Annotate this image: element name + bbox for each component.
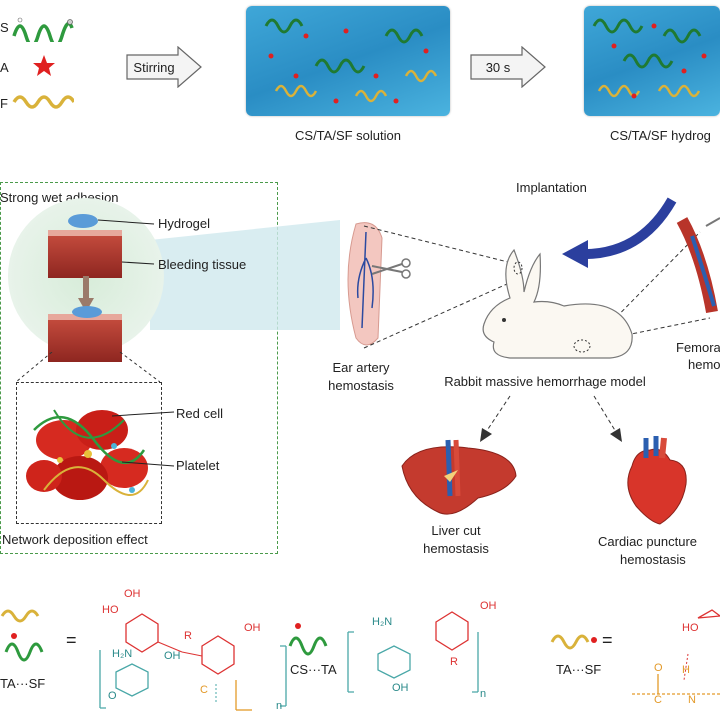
- liver-caption-1: Liver cut: [431, 523, 481, 538]
- implantation-arrow: [562, 197, 677, 268]
- legend-sf-label: F: [0, 96, 8, 111]
- cs-ta-structure: [347, 611, 479, 693]
- time-label: 30 s: [485, 59, 511, 75]
- pointer-lines-bottom: [112, 411, 175, 467]
- sf-chain-icon: [12, 95, 74, 109]
- oh-label-2: OH: [244, 622, 261, 634]
- rabbit-caption: Rabbit massive hemorrhage model: [444, 374, 646, 389]
- ta-sf-complex-icon-2: [550, 634, 597, 650]
- liver-image: [401, 439, 517, 515]
- c-label-2: C: [654, 694, 662, 706]
- h2n-label-1: H₂N: [112, 648, 133, 660]
- h-label: H: [682, 664, 690, 676]
- stirring-label: Stirring: [133, 59, 175, 75]
- hydrogel-label: Hydrogel: [158, 216, 211, 231]
- cs-ta-complex-icon: [288, 623, 328, 656]
- hydrogel-drop-top: [68, 214, 98, 228]
- cardiac-caption-2: hemostasis: [620, 552, 686, 567]
- effect-label: Network deposition effect: [2, 532, 148, 547]
- zoom-lines: [16, 352, 160, 383]
- oh-label-4: OH: [480, 600, 497, 612]
- equals-2: =: [602, 630, 613, 650]
- femoral-caption-2: hemo: [688, 357, 720, 372]
- pointer-lines-top: [97, 219, 155, 265]
- ta-sf-label-2: TA···SF: [556, 662, 602, 677]
- tissue-label: Bleeding tissue: [158, 257, 247, 272]
- hydrogel-caption: CS/TA/SF hydrog: [610, 128, 711, 143]
- organ-arrows: [480, 395, 622, 442]
- h2n-label-2: H₂N: [372, 616, 393, 628]
- legend-ta-label: A: [0, 60, 9, 75]
- hydrogel-chains: [592, 18, 707, 99]
- rabbit-image: [482, 248, 633, 359]
- solution-chains: [264, 18, 438, 104]
- ear-caption-2: hemostasis: [328, 378, 394, 393]
- r-label-1: R: [184, 630, 192, 642]
- stirring-arrow: Stirring: [126, 46, 202, 88]
- zoom-box: [16, 382, 162, 524]
- hydrogel-block: [584, 6, 720, 116]
- blood-cells-cluster: [26, 409, 149, 500]
- o-label-1: O: [108, 690, 117, 702]
- ho-label-2: HO: [682, 622, 699, 634]
- ear-image: [347, 222, 411, 346]
- o-label-2: O: [654, 662, 663, 674]
- n-label-3: N: [688, 694, 696, 706]
- cs-chain-icon: [12, 17, 74, 42]
- solution-block: [246, 6, 450, 116]
- r-label-2: R: [450, 656, 458, 668]
- oh-label-1: OH: [124, 588, 141, 600]
- dashed-connectors: [363, 225, 711, 349]
- legend-cs-label: S: [0, 20, 9, 35]
- ta-sf-label-1: TA···SF: [0, 676, 46, 691]
- n-label-2: n: [480, 688, 487, 700]
- solution-caption: CS/TA/SF solution: [295, 128, 401, 143]
- tissue-block-top: [48, 230, 122, 278]
- red-cell-label: Red cell: [176, 406, 223, 421]
- liver-caption-2: hemostasis: [423, 541, 489, 556]
- scissors-icon: [371, 258, 411, 279]
- hydrogel-drop-bottom: [72, 306, 102, 318]
- ear-caption-1: Ear artery: [332, 360, 390, 375]
- oh-label-3: OH: [164, 650, 181, 662]
- implantation-label: Implantation: [516, 180, 587, 195]
- time-arrow: 30 s: [470, 46, 546, 88]
- ta-star-icon: [33, 55, 55, 76]
- c-label-1: C: [200, 684, 208, 696]
- platelet-label: Platelet: [176, 458, 220, 473]
- oh-label-5: OH: [392, 682, 409, 694]
- heart-image: [627, 436, 687, 525]
- ta-sf-complex-icon: [0, 609, 44, 662]
- n-label-1: n: [276, 700, 283, 712]
- down-arrow-icon: [78, 276, 94, 312]
- femoral-image: [676, 217, 720, 314]
- wet-adhesion-panel: [0, 182, 278, 554]
- ho-label-1: HO: [102, 604, 119, 616]
- cs-ta-label: CS···TA: [290, 662, 337, 677]
- cs-ta-sf-structure: [99, 613, 287, 711]
- femoral-caption-1: Femora: [676, 340, 720, 355]
- ta-sf-structure: [632, 609, 720, 695]
- equals-1: =: [66, 630, 77, 650]
- cardiac-caption-1: Cardiac puncture: [598, 534, 697, 549]
